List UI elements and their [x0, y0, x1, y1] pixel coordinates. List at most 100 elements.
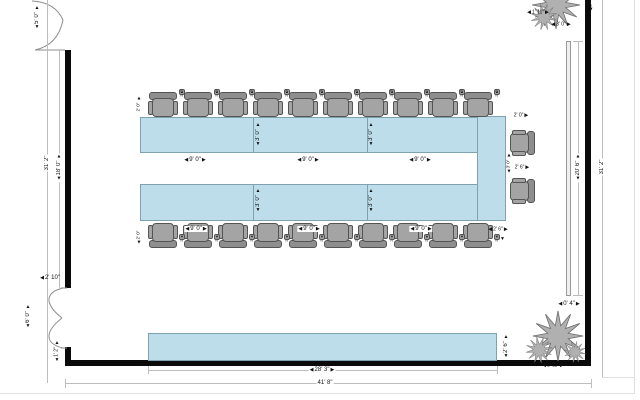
chair-dim: ▲2' 0" [459, 89, 465, 97]
arrow-left-icon: ◀ [488, 226, 493, 233]
arrow-down-icon: ▼ [34, 23, 40, 30]
chair-dim: 2' 0"▼ [354, 234, 360, 242]
arrow-right-icon: ▶ [503, 226, 508, 233]
arrow-left-icon: ◀ [542, 362, 546, 369]
arrow-up-icon: ▲ [54, 340, 60, 347]
dim-line-right-overall [602, 0, 603, 377]
arrow-up-icon: ▲ [214, 89, 220, 95]
arrow-up-icon: ▲ [56, 153, 62, 160]
arrow-up-icon: ▲ [255, 122, 261, 129]
wall-left-upper [65, 50, 71, 288]
arrow-left-icon: ◀ [409, 156, 414, 163]
chair[interactable]: 2' 0"▼ [428, 222, 465, 248]
banquet-table-lower[interactable] [140, 184, 478, 221]
dim-table-segment: ◀9' 0"▶ [184, 225, 208, 232]
dim-rail-length: ▲20' 6"▼ [575, 153, 581, 183]
plant-bottom-right[interactable] [524, 308, 588, 364]
chair-dim: 2' 0"▼ [284, 234, 290, 242]
arrow-right-icon: ▶ [566, 21, 571, 28]
arrow-down-icon: ▼ [503, 352, 509, 359]
arrow-down-icon: ▼ [56, 175, 62, 182]
arrow-up-icon: ▲ [503, 334, 509, 341]
chair-dim: ▲2' 0" [179, 89, 185, 97]
double-door-bottom-left[interactable] [36, 284, 70, 352]
arrow-left-icon: ◀ [298, 225, 303, 232]
arrow-left-icon: ◀ [40, 274, 44, 281]
arrow-down-icon: ▼ [389, 234, 395, 240]
arrow-right-icon: ▶ [560, 362, 564, 369]
chair[interactable] [505, 130, 535, 156]
arrow-up-icon: ▲ [34, 5, 40, 12]
chair[interactable]: ▲2' 0" [183, 89, 220, 118]
chair[interactable]: ▲2' 0" [463, 89, 500, 118]
dim-chair-gap-bottom-right: ◀2' 6"▶ [488, 226, 508, 233]
arrow-up-icon: ▲ [354, 89, 360, 95]
dim-table-segment: ◀9' 0"▶ [409, 156, 431, 163]
wall-rail[interactable] [566, 41, 571, 296]
arrow-left-icon: ◀ [185, 225, 190, 232]
plant-top-right[interactable] [524, 0, 586, 40]
dim-buffet-span: ◀28' 3"▶ [308, 366, 336, 373]
chair-dim: ▲2' 0" [214, 89, 220, 97]
chair[interactable]: 2' 0"▼ [323, 222, 360, 248]
dim-buffet-depth: ▲2' 6"▼ [503, 334, 509, 359]
chair[interactable]: ▲2' 0" [358, 89, 395, 118]
arrow-down-icon: ▼ [25, 322, 31, 329]
dim-tick [497, 366, 498, 374]
dim-tick [573, 295, 583, 296]
arrow-down-icon: ▼ [575, 175, 581, 182]
arrow-right-icon: ▶ [201, 156, 206, 163]
chair[interactable]: ▲2' 0" [148, 89, 185, 118]
chair[interactable]: 2' 0"▼ [218, 222, 255, 248]
dim-wall-fragment: 2'▼ [587, 3, 594, 13]
table-seam [253, 185, 254, 220]
chair[interactable]: 2' 0"▼ [463, 222, 500, 248]
banquet-table-upper[interactable] [140, 117, 478, 153]
buffet-table[interactable] [148, 333, 497, 361]
chair-dim: ▲2' 0" [424, 89, 430, 97]
arrow-up-icon: ▲ [179, 89, 185, 95]
chair[interactable]: ▲2' 0" [218, 89, 255, 118]
chair[interactable]: ▲2' 0" [253, 89, 290, 118]
chair[interactable]: 2' 0"▼ [148, 222, 185, 248]
arrow-down-icon: ▼ [459, 234, 465, 240]
dim-table-segment: ◀9' 0"▶ [297, 156, 319, 163]
chair[interactable]: 2' 0"▼ [288, 222, 325, 248]
dim-table-segment: ◀9' 0"▶ [409, 225, 433, 232]
double-door-top-left[interactable] [20, 0, 68, 55]
dim-plant-top-gap: ◀3' 0"▶ [551, 21, 571, 28]
table-seam [367, 118, 368, 152]
table-seam [253, 118, 254, 152]
head-table[interactable] [477, 116, 506, 221]
dim-chair-width: ▲2' 0" [135, 95, 142, 112]
arrow-down-icon: ▼ [354, 234, 360, 240]
chair[interactable]: ▲2' 0" [288, 89, 325, 118]
chair-dim: 2' 0"▼ [319, 234, 325, 242]
arrow-right-icon: ▶ [575, 300, 580, 307]
arrow-right-icon: ▶ [427, 225, 432, 232]
dim-tick [591, 379, 592, 388]
chair[interactable]: 2' 0"▼ [253, 222, 290, 248]
arrow-up-icon: ▲ [368, 188, 374, 195]
dim-room-width: 41' 8" [316, 380, 334, 386]
wall-left-stub [65, 347, 71, 365]
dim-tick [65, 379, 66, 388]
chair[interactable] [505, 178, 535, 204]
dim-table-segment: ◀9' 0"▶ [184, 156, 206, 163]
arrow-left-icon: ◀ [558, 300, 563, 307]
chair[interactable]: 2' 0"▼ [358, 222, 395, 248]
chair[interactable]: ▲2' 0" [323, 89, 360, 118]
arrow-down-icon: ▼ [255, 206, 261, 213]
chair[interactable]: ▲2' 0" [428, 89, 465, 118]
arrow-up-icon: ▲ [575, 153, 581, 160]
arrow-left-icon: ◀ [527, 9, 531, 16]
dim-table-depth: ▲3' 0"▼ [255, 122, 261, 147]
arrow-down-icon: ▼ [494, 234, 500, 240]
arrow-right-icon: ▶ [202, 225, 207, 232]
chair[interactable]: ▲2' 0" [393, 89, 430, 118]
arrow-down-icon: ▼ [136, 239, 142, 246]
arrow-down-icon: ▼ [368, 206, 374, 213]
dim-plant-top-clearance: ◀1' 11"▶ [527, 9, 549, 16]
arrow-up-icon: ▲ [424, 89, 430, 95]
arrow-right-icon: ▶ [315, 225, 320, 232]
